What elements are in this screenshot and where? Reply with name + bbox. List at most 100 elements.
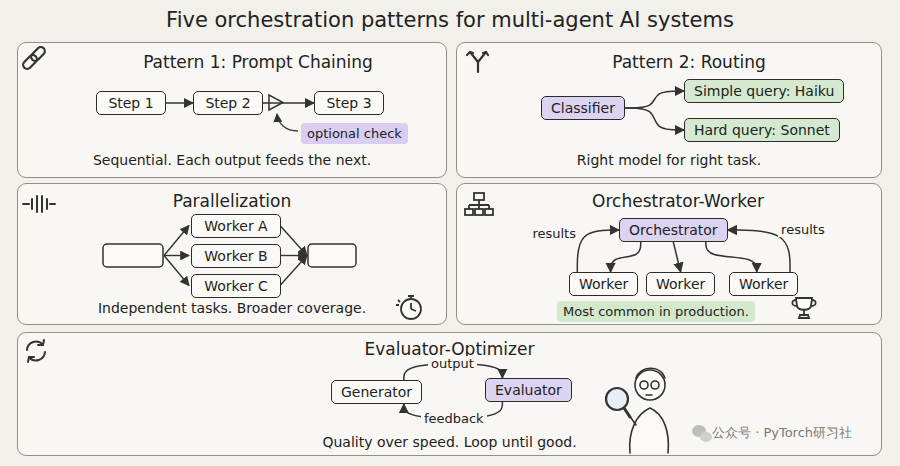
connector-arrow	[577, 230, 619, 272]
panel-heading: Parallelization	[173, 191, 292, 212]
fork-head	[467, 52, 473, 55]
pattern-panel: Pattern 2: RoutingRight model for right …	[456, 42, 882, 178]
control-box: Orchestrator	[619, 218, 728, 242]
cycle-arc	[27, 342, 43, 350]
trophy-icon	[792, 298, 815, 318]
icon-box	[474, 193, 484, 200]
step-box: Step 2	[193, 91, 263, 115]
step-box: Step 3	[314, 91, 384, 115]
connector-arrow	[611, 242, 641, 272]
panel-text-row: Sequential. Each output feeds the next.	[18, 150, 446, 169]
panel-caption: Right model for right task.	[577, 151, 761, 169]
control-box: Evaluator	[485, 378, 572, 402]
magnifier-handle	[624, 408, 630, 417]
edge-label: output	[428, 356, 477, 371]
figure-glasses	[651, 381, 659, 389]
trophy-base	[799, 310, 809, 318]
box-label: Hard query: Sonnet	[694, 121, 830, 139]
step-box: Generator	[331, 380, 422, 404]
watermark-icon	[692, 425, 712, 442]
icon-box	[485, 209, 493, 215]
parallel-icon	[23, 196, 55, 212]
magnifier-lens	[606, 388, 628, 410]
box-label: Worker B	[201, 247, 271, 265]
watermark: 公众号 · PyTorch研习社	[712, 424, 852, 442]
step-box: Worker B	[191, 244, 281, 268]
fork-stroke	[470, 52, 478, 72]
inspector-figure	[606, 368, 668, 453]
box-label: Worker	[739, 275, 788, 293]
input-box	[103, 244, 163, 267]
panel-text-row: Parallelization	[18, 191, 446, 212]
edge-label: results	[529, 226, 579, 241]
edge-label: results	[778, 222, 828, 237]
icon-box	[465, 209, 473, 215]
cycle-icon	[27, 340, 45, 362]
box-label: Orchestrator	[629, 221, 718, 239]
connector-arrow	[673, 242, 680, 272]
connector-arrow	[706, 242, 757, 272]
model-box: Simple query: Haiku	[684, 79, 844, 103]
panel-heading: Pattern 2: Routing	[612, 52, 766, 73]
note-highlight: Most common in production.	[557, 301, 755, 322]
box-label: optional check	[307, 125, 402, 142]
fan-out-line	[164, 255, 189, 256]
chain-icon	[22, 46, 47, 71]
figure-head	[635, 370, 665, 400]
step-box: Worker	[646, 272, 715, 296]
pattern-panel: ParallelizationIndependent tasks. Broade…	[17, 183, 447, 325]
note-highlight: optional check	[301, 123, 408, 144]
stopwatch-icon	[396, 296, 421, 319]
panel-heading: Orchestrator-Worker	[592, 191, 764, 212]
connector-arrow	[263, 102, 314, 104]
step-box: Step 1	[96, 91, 166, 115]
speed-lines	[396, 300, 400, 305]
watch-hands	[408, 296, 416, 311]
chain-link	[22, 54, 39, 71]
icon-stroke	[23, 203, 29, 205]
icon-stroke	[36, 196, 38, 212]
box-label: Evaluator	[495, 381, 562, 399]
figure-arm	[624, 408, 636, 425]
fan-in-line	[280, 255, 307, 256]
pattern-panel: Pattern 1: Prompt ChainingSequential. Ea…	[17, 42, 447, 178]
box-label: Step 3	[324, 94, 374, 112]
leader-arrow	[277, 114, 298, 131]
fan-lines	[164, 226, 307, 286]
step-box: Worker C	[191, 274, 281, 298]
box-label: Most common in production.	[563, 303, 749, 320]
hierarchy-icon	[465, 193, 493, 215]
figure-mouth	[646, 394, 652, 396]
step-box: Worker	[569, 272, 638, 296]
routing-icon	[467, 52, 488, 72]
box-label: Classifier	[551, 99, 615, 117]
edge-label: feedback	[421, 411, 487, 426]
box-label: Simple query: Haiku	[694, 82, 834, 100]
panel-caption: Quality over speed. Loop until good.	[322, 433, 576, 451]
control-box: Classifier	[541, 96, 625, 120]
chat-bubble	[692, 425, 706, 437]
connector-arrow	[625, 91, 684, 108]
figure-body	[630, 408, 669, 453]
connector-arrow	[625, 108, 684, 130]
watch-face	[401, 299, 421, 319]
pattern-panel: Orchestrator-WorkerOrchestratorWorker Wor…	[456, 183, 882, 325]
trophy-handles	[792, 300, 815, 306]
box-label: Worker	[656, 275, 705, 293]
box-label: Worker A	[201, 217, 271, 235]
fan-out-line	[164, 256, 189, 286]
chat-bubble	[700, 432, 712, 442]
connector-arrow	[166, 102, 193, 104]
box-label: Worker	[579, 275, 628, 293]
icon-box	[475, 209, 483, 215]
box-label: Step 2	[203, 94, 253, 112]
figure-hair	[636, 368, 665, 378]
fan-out-line	[164, 226, 189, 256]
box-label: Generator	[341, 383, 412, 401]
panel-text-row: Pattern 1: Prompt Chaining	[18, 52, 446, 73]
panel-text-row: Pattern 2: Routing	[457, 52, 881, 73]
chain-link	[30, 46, 47, 63]
diagram-title: Five orchestration patterns for multi-ag…	[0, 7, 900, 33]
